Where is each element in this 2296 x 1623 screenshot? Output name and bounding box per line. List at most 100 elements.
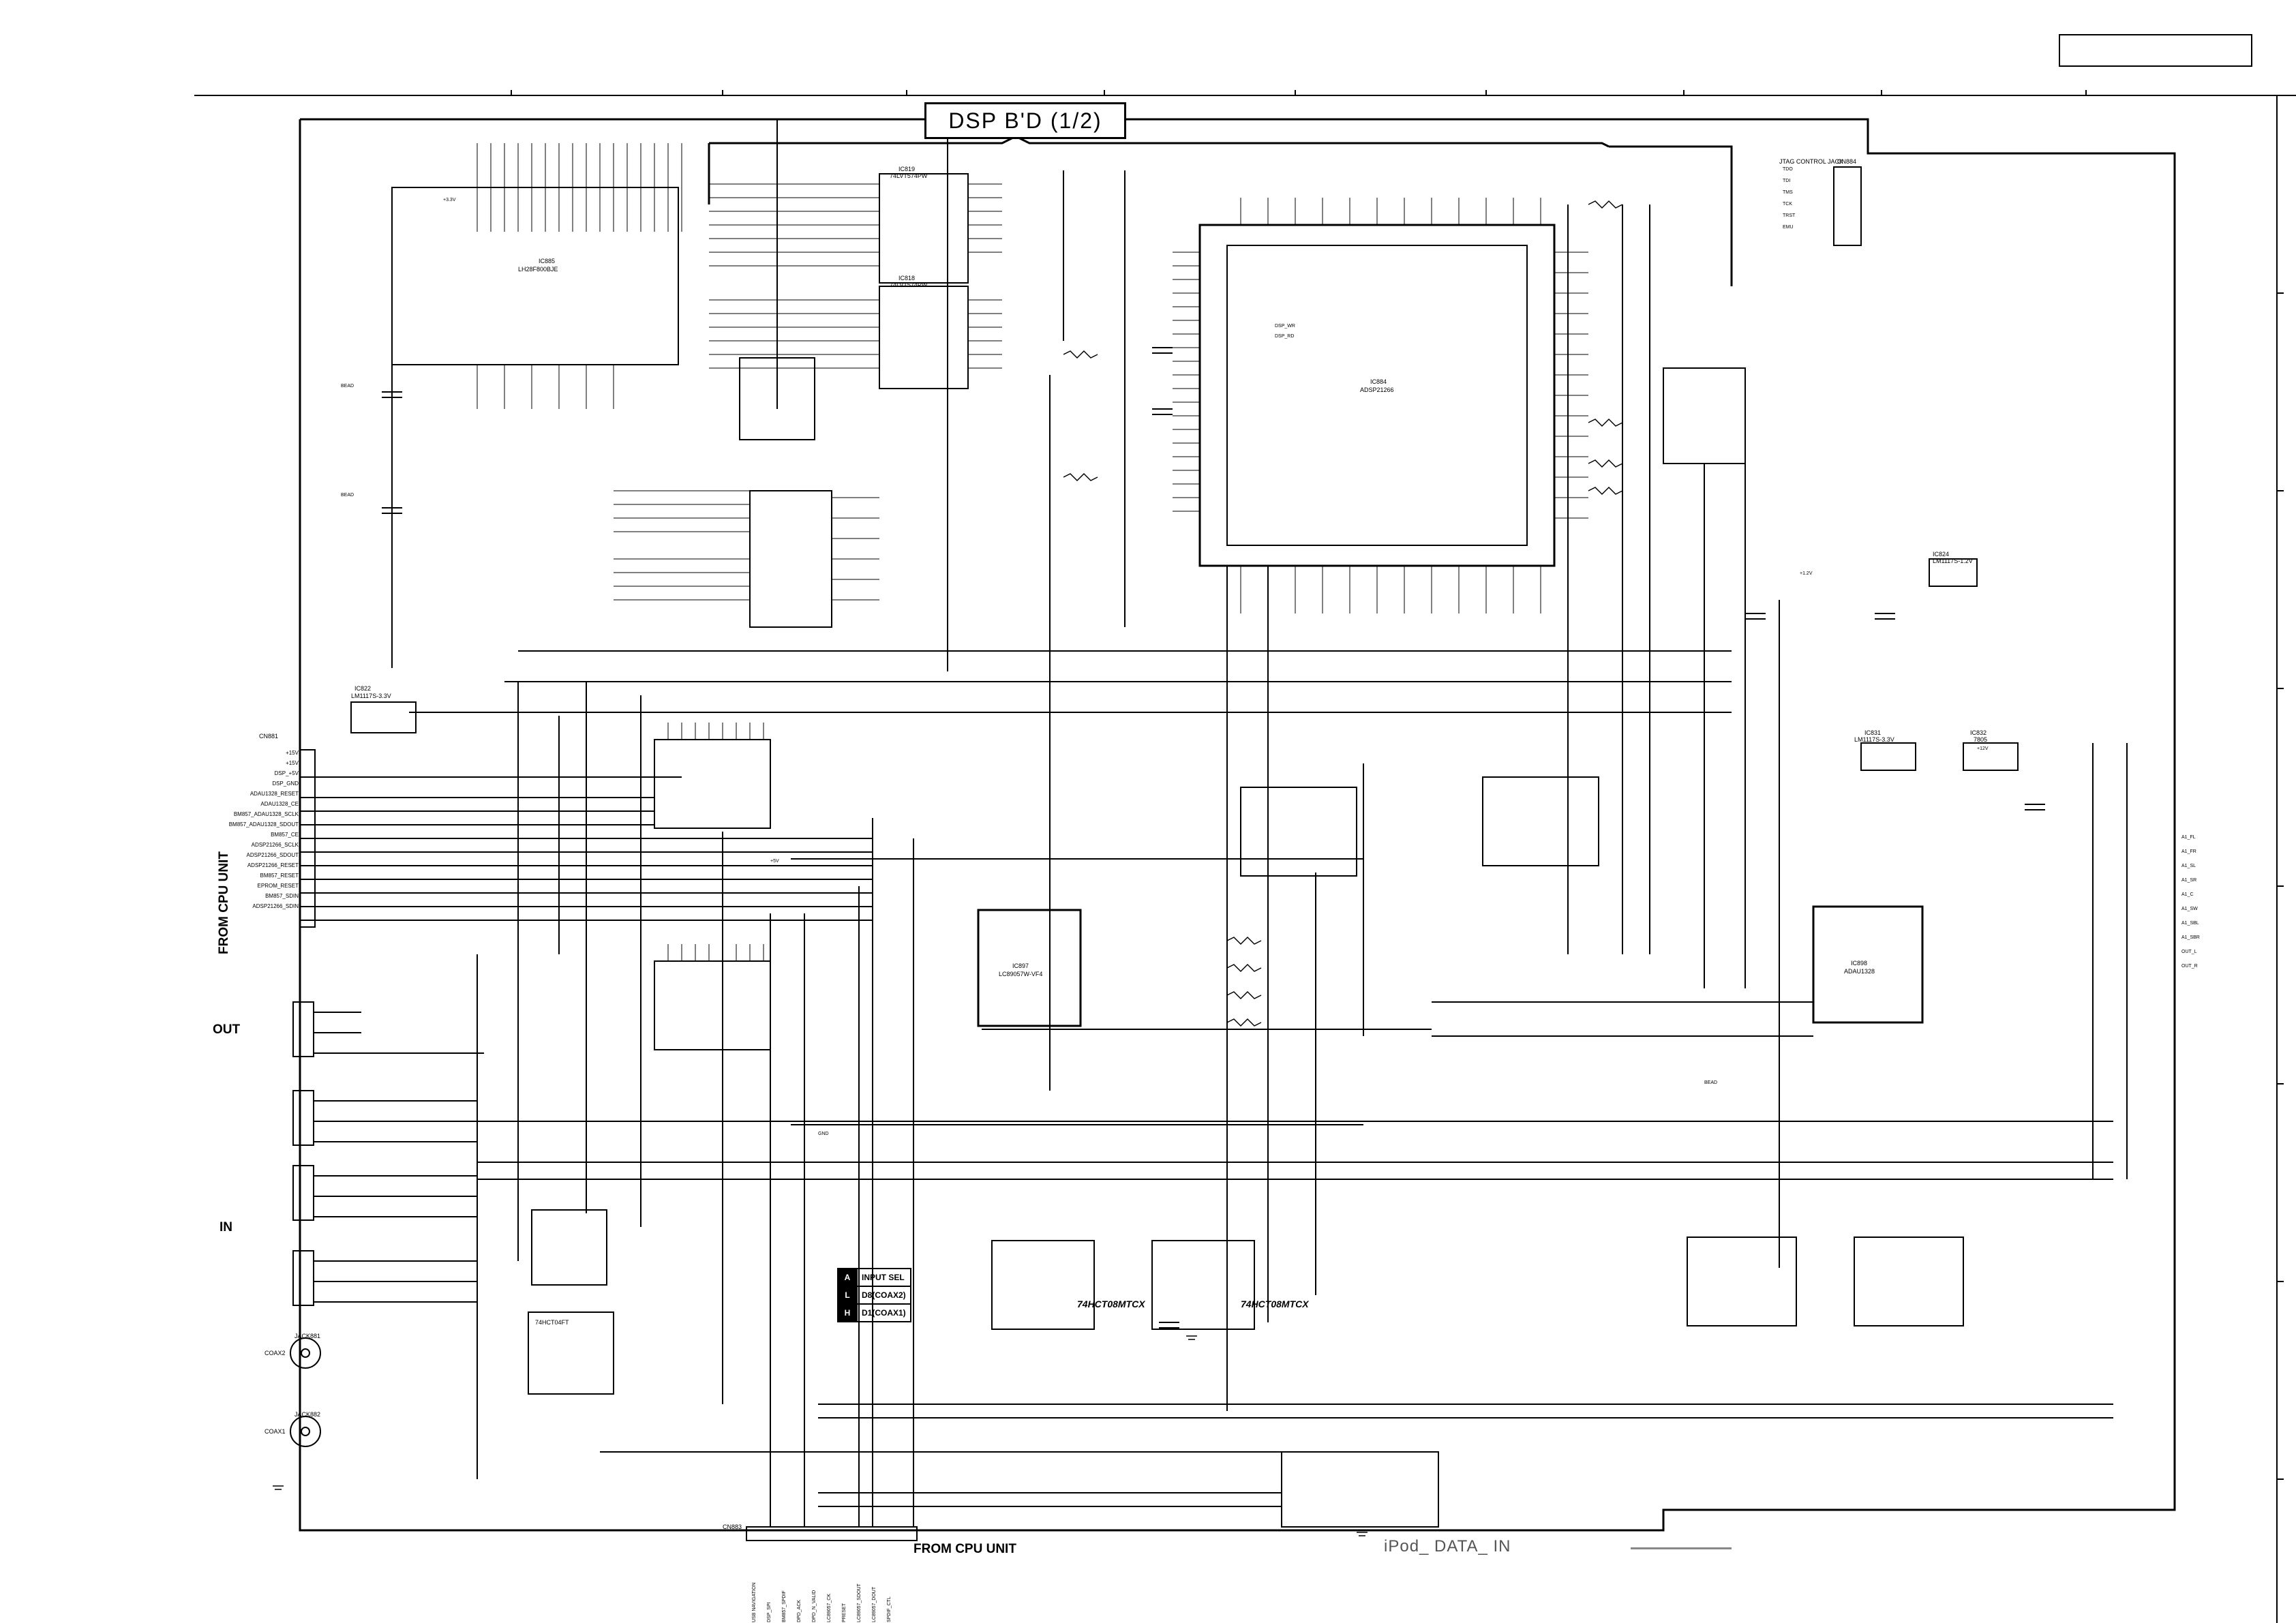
net-label: DSP_WR [1275,324,1295,329]
jtag-label: JTAG CONTROL JACK [1779,158,1844,165]
bus-label: +15V [286,750,299,756]
input-select-row: A INPUT SEL [837,1268,911,1287]
right-edge-label: A1_SBL [2181,921,2199,926]
ic897-ref: IC897 [1012,962,1029,969]
bottom-bus-label: USB NAVIGATION [752,1582,757,1622]
footer-rule [1631,1547,1732,1549]
bus-label: BM857_ADAU1328_SDOUT [228,821,299,828]
ic826-part: 74HCT04FT [535,1319,569,1326]
ic822-ref: IC822 [354,685,372,692]
ic814-part: 74HCT08MTCX [1077,1299,1145,1309]
bus-label: DSP_+5V [274,770,299,776]
bus-label: EPROM_RESET [257,883,299,889]
title-block [2059,34,2252,67]
net-label: BEAD [1704,1080,1718,1085]
right-edge-labels: A1_FL A1_FR A1_SL A1_SR A1_C A1_SW A1_SB… [2181,835,2200,969]
ic884-part: ADSP21266 [1360,386,1394,393]
from-cpu-unit-bottom-label: FROM CPU UNIT [913,1542,1016,1556]
right-edge-label: OUT_R [2181,964,2198,969]
bottom-bus-label: DSP_SPI [767,1602,772,1622]
bottom-bus-label: DPD_N_VALID [812,1590,817,1622]
coax1-label: COAX1 [265,1428,286,1435]
bottom-bus-label: LC89057_DOUT [872,1586,877,1622]
bus-label: ADAU1328_CE [260,801,299,807]
footer-text: iPod_ DATA_ IN [1384,1537,1511,1556]
right-edge-label: A1_SBR [2181,935,2200,940]
bus-label: DSP_GND [272,780,299,787]
bottom-bus-label: DPD_ACK [797,1599,802,1622]
ic824-ref: IC824 [1933,551,1950,558]
cn884-ref: CN884 [1837,158,1857,165]
ic885-part: LH28F800BJE [518,266,558,273]
jtag-signal: TCK [1783,202,1792,207]
jtag-signal: TRST [1783,213,1796,218]
ic819-part: 74LVT574PW [890,172,928,179]
in-label: IN [220,1220,232,1234]
coax2-label: COAX2 [265,1350,286,1356]
bus-label: ADSP21266_SCLK [251,842,299,848]
ic824-part: LM1117S-1.2V [1933,558,1973,564]
input-select-table: A INPUT SEL L D8(COAX2) H D1(COAX1) [837,1268,911,1322]
ic818-ref: IC818 [898,275,916,282]
net-label: +3.3V [443,198,456,202]
ic885-ref: IC885 [539,258,556,264]
input-select-text: D1(COAX1) [856,1303,911,1322]
net-label: +5V [770,859,779,864]
right-edge-label: A1_FL [2181,835,2196,840]
net-label: BEAD [341,493,354,498]
net-label: +12V [1977,746,1989,751]
bus-label: BM857_CE [271,832,299,838]
net-label: DSP_RD [1275,334,1295,339]
ic819-ref: IC819 [898,166,916,172]
bus-label: BM857_ADAU1328_SCLK [233,811,299,817]
right-edge-label: OUT_L [2181,950,2197,954]
out-label: OUT [213,1022,241,1037]
net-label: BEAD [341,384,354,389]
ic832-ref: IC832 [1970,729,1987,736]
right-edge-label: A1_SL [2181,864,2196,868]
ic831-part: LM1117S-3.3V [1854,736,1894,743]
bus-label: BM857_RESET [260,873,299,879]
ic832-part: 7805 [1974,736,1988,743]
cn883-ref: CN883 [723,1523,742,1530]
jtag-signal-labels: TDO TDI TMS TCK TRST EMU [1783,167,1795,230]
bus-label: BM857_SDIN [265,893,299,899]
right-edge-label: A1_SW [2181,907,2198,911]
bus-label: ADSP21266_RESET [247,862,299,868]
ic898-ref: IC898 [1851,960,1868,967]
left-bus-labels: +15V +15V DSP_+5V DSP_GND ADAU1328_RESET… [225,750,299,909]
bus-label: ADAU1328_RESET [250,791,299,797]
input-select-key: L [837,1286,858,1305]
ic897-part: LC89057W-VF4 [999,971,1043,977]
input-select-row: L D8(COAX2) [837,1286,911,1305]
input-select-key: A [837,1268,858,1287]
ic898-part: ADAU1328 [1844,968,1875,975]
cn881-ref: CN881 [259,733,279,740]
input-select-text: D8(COAX2) [856,1286,911,1305]
bus-label: +15V [286,760,299,766]
net-label: GND [818,1132,829,1136]
bottom-bus-label: LC89057_CK [827,1593,832,1622]
input-select-key: H [837,1303,858,1322]
input-select-row: H D1(COAX1) [837,1303,911,1322]
jack882-ref: JACK882 [294,1411,321,1418]
jtag-signal: TDI [1783,179,1791,183]
ic818-part: 74LVT574PW [890,282,928,288]
bottom-bus-label: PRESET [842,1603,847,1622]
ic884-ref: IC884 [1370,378,1387,385]
right-edge-label: A1_C [2181,892,2194,897]
right-edge-label: A1_SR [2181,878,2197,883]
jack881-ref: JACK881 [294,1333,321,1339]
bottom-bus-label: LC89057_SDOUT [857,1583,862,1622]
bottom-bus-label: BM857_SPDIF [782,1590,787,1622]
jtag-signal: TMS [1783,190,1793,195]
net-label: +1.2V [1800,571,1813,576]
bus-label: ADSP21266_SDIN [252,903,299,909]
board-title: DSP B'D (1/2) [924,102,1126,139]
ic822-part: LM1117S-3.3V [351,693,391,699]
jtag-signal: EMU [1783,225,1794,230]
jtag-signal: TDO [1783,167,1793,172]
ic831-ref: IC831 [1864,729,1882,736]
input-select-text: INPUT SEL [856,1268,911,1287]
